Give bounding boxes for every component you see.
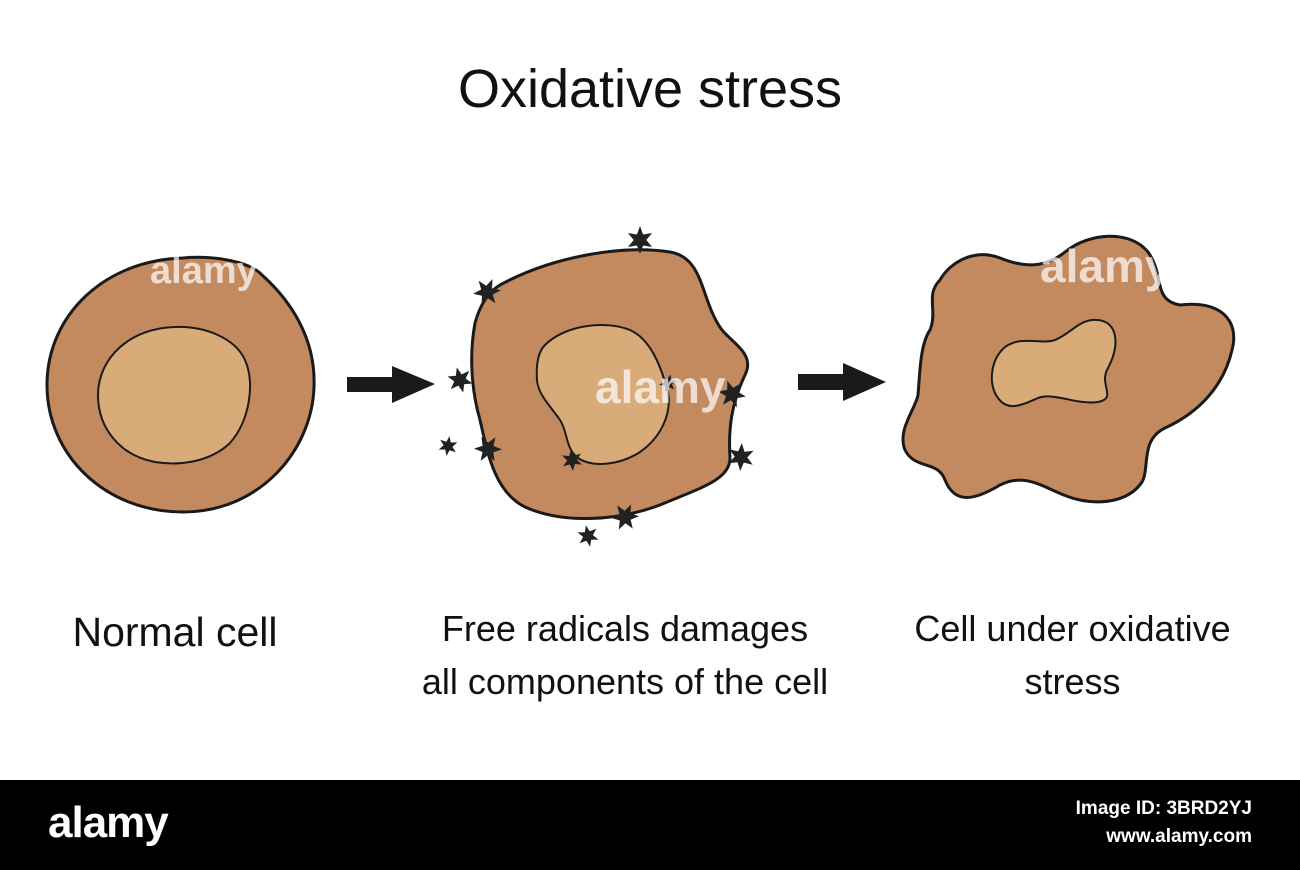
site-url-text: www.alamy.com: [1106, 826, 1252, 847]
free-radical-star: [627, 226, 653, 254]
free-radical-star: [611, 504, 639, 530]
damaged-cell-nucleus: [535, 324, 670, 465]
free-radical-star: [474, 436, 502, 462]
watermark-2: alamy: [595, 361, 726, 413]
caption-free-radicals-line-1: Free radicals damages: [441, 608, 809, 649]
image-id-text: Image ID: 3BRD2YJ: [1075, 798, 1252, 819]
free-radical-star: [718, 380, 746, 408]
stressed-cell: [901, 234, 1236, 504]
free-radical-star: [447, 367, 473, 393]
normal-cell-nucleus: [96, 325, 251, 465]
arrow-2: [798, 363, 886, 401]
free-radicals: [438, 226, 754, 547]
caption-normal-cell-text: Normal cell: [72, 609, 278, 655]
free-radical-star: [659, 374, 677, 392]
normal-cell: [45, 255, 316, 514]
caption-free-radicals: Free radicals damages all components of …: [395, 602, 855, 708]
caption-stressed-cell: Cell under oxidative stress: [895, 602, 1250, 708]
caption-normal-cell: Normal cell: [40, 606, 310, 659]
caption-stressed-cell-line-2: stress: [1024, 661, 1121, 702]
caption-stressed-cell-line-1: Cell under oxidative: [914, 608, 1231, 649]
caption-free-radicals-line-2: all components of the cell: [421, 661, 829, 702]
damaged-cell: [438, 226, 754, 547]
watermark-1: alamy: [150, 250, 258, 292]
free-radical-star: [562, 449, 582, 471]
free-radical-star: [577, 525, 599, 547]
arrow-1: [347, 366, 435, 403]
watermark-3: alamy: [1040, 240, 1171, 292]
free-radical-star: [473, 279, 501, 305]
footer-bar: alamy Image ID: 3BRD2YJ www.alamy.com: [0, 780, 1300, 870]
alamy-logo: alamy: [48, 798, 169, 847]
stressed-cell-nucleus: [990, 318, 1117, 407]
diagram-title: Oxidative stress: [457, 59, 843, 119]
free-radical-star: [728, 443, 754, 471]
free-radical-star: [438, 436, 458, 456]
